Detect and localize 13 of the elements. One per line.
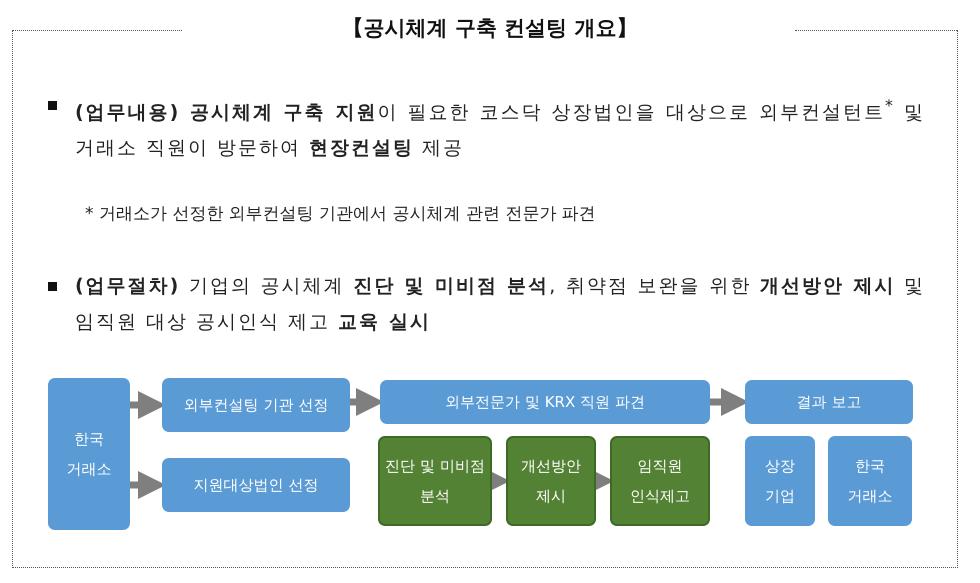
process-box: 한국 거래소 [48,378,130,530]
process-box: 결과 보고 [745,380,913,424]
bullet-text: (업무내용) 공시체계 구축 지원이 필요한 코스닥 상장법인을 대상으로 외부컨설턴트$^{*}$ 및 거래소 직원이 방문하여 현장컨설팅 제공 [75,95,925,162]
process-box: 한국 거래소 [828,436,912,526]
process-box: 외부컨설팅 기관 선정 [162,378,350,432]
process-box: 외부전문가 및 KRX 직원 파견 [380,380,710,424]
process-box: 상장 기업 [745,436,815,526]
process-box: 지원대상법인 선정 [162,458,350,512]
process-box: 임직원 인식제고 [610,436,710,526]
bullet-text: (업무절차) 기업의 공시체계 진단 및 미비점 분석, 취약점 보완을 위한 개선방안 제시 및 임직원 대상 공시인식 제고 교육 실시 [75,274,925,335]
process-box: 진단 및 미비점 분석 [378,436,492,526]
footnote: * 거래소가 선정한 외부컨설팅 기관에서 공시체계 관련 전문가 파견 [85,203,596,225]
process-box: 개선방안 제시 [506,436,596,526]
